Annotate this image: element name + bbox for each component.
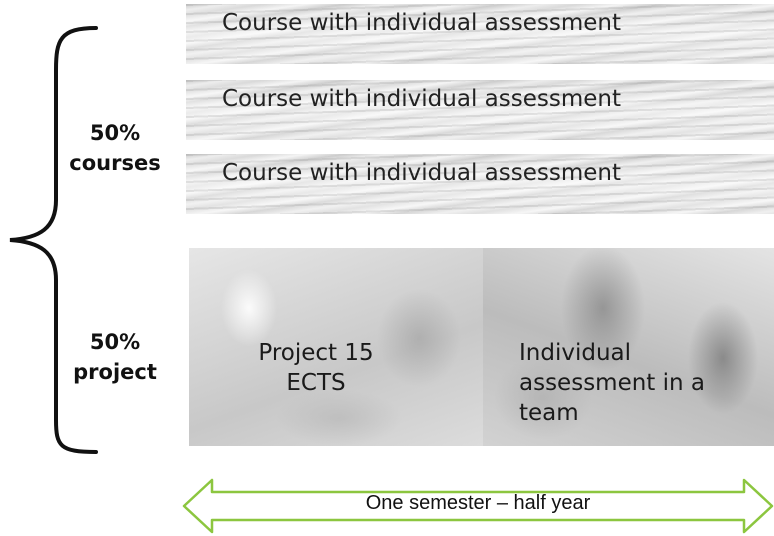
project-line-1: Project 15 [258,340,374,366]
double-arrow-icon [182,478,774,534]
curly-brace [9,26,98,454]
project-percent: 50% [89,330,141,354]
courses-percent: 50% [89,121,141,145]
team-line-3: team [519,400,579,426]
course-label: Course with individual assessment [222,10,621,36]
course-label: Course with individual assessment [222,160,621,186]
team-line-1: Individual [519,340,632,366]
course-label: Course with individual assessment [222,86,621,112]
courses-share-label: 50% courses [60,118,170,178]
project-share-label: 50% project [60,327,170,387]
team-line-2: assessment in a [519,370,706,396]
project-ects-text: Project 15 ECTS [236,338,396,398]
project-photo: Project 15 ECTS [189,248,483,446]
team-assessment-text: Individual assessment in a team [519,338,749,428]
project-line-2: ECTS [286,370,346,396]
course-bar-1: Course with individual assessment [186,4,774,64]
course-bar-3: Course with individual assessment [186,154,774,214]
timeline-label: One semester – half year [365,492,591,514]
project-word: project [73,360,157,384]
team-photo: Individual assessment in a team [483,248,774,446]
courses-word: courses [69,151,161,175]
course-bar-2: Course with individual assessment [186,80,774,140]
